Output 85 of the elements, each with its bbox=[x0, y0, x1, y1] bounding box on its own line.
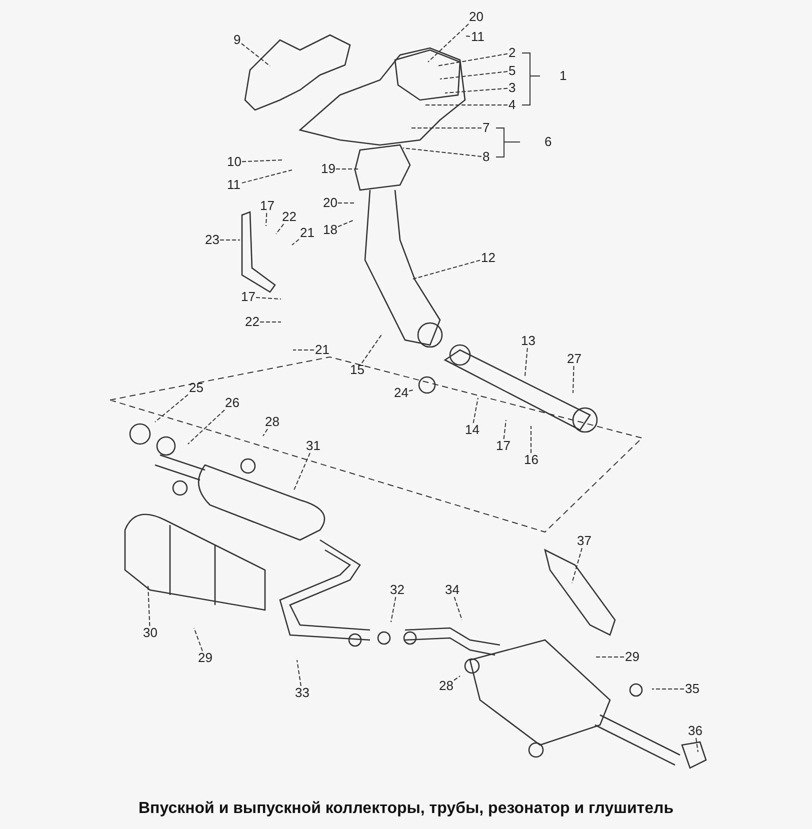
leader-line bbox=[424, 104, 508, 106]
callout-number: 37 bbox=[576, 534, 592, 548]
callout-number: 18 bbox=[322, 223, 338, 237]
leader-line bbox=[336, 168, 358, 170]
leader-line bbox=[241, 43, 270, 66]
callout-number: 26 bbox=[224, 396, 240, 410]
callout-number: 7 bbox=[482, 121, 491, 135]
leader-line bbox=[696, 738, 698, 752]
callout-number: 36 bbox=[687, 724, 704, 738]
leader-line bbox=[454, 596, 462, 620]
callout-number: 6 bbox=[544, 135, 553, 149]
callout-number: 15 bbox=[349, 363, 366, 377]
leader-line bbox=[338, 220, 354, 228]
leader-line bbox=[296, 660, 302, 686]
leader-line bbox=[154, 394, 188, 422]
callout-number: 28 bbox=[438, 679, 454, 693]
callout-number: 9 bbox=[232, 33, 242, 47]
callout-number: 10 bbox=[226, 155, 242, 169]
callout-number: 17 bbox=[240, 290, 256, 304]
leader-line bbox=[408, 390, 414, 392]
leader-line bbox=[596, 656, 624, 658]
callout-number: 11 bbox=[470, 30, 486, 44]
callout-number: 29 bbox=[624, 650, 640, 664]
leader-line bbox=[390, 596, 396, 622]
callout-number: 25 bbox=[188, 381, 204, 395]
callout-number: 22 bbox=[244, 315, 260, 329]
leader-line bbox=[294, 452, 310, 490]
callout-number: 21 bbox=[314, 343, 330, 357]
callout-number: 21 bbox=[299, 226, 316, 240]
callout-number: 20 bbox=[322, 196, 338, 210]
leader-line bbox=[440, 71, 508, 80]
leader-line bbox=[472, 398, 478, 424]
callout-number: 14 bbox=[464, 423, 480, 437]
leader-line bbox=[242, 160, 282, 162]
callout-number: 16 bbox=[523, 453, 540, 467]
callout-number: 33 bbox=[294, 686, 310, 700]
callout-number: 19 bbox=[320, 162, 336, 176]
callout-number: 20 bbox=[468, 10, 484, 24]
leader-line bbox=[454, 676, 460, 681]
leader-line bbox=[194, 628, 203, 652]
callout-number: 17 bbox=[495, 439, 512, 453]
leader-line bbox=[242, 170, 292, 184]
leader-line bbox=[292, 238, 300, 246]
leader-line bbox=[464, 36, 470, 37]
callout-number: 24 bbox=[393, 386, 410, 400]
leader-line bbox=[572, 366, 574, 394]
leader-line bbox=[436, 53, 508, 66]
callout-number: 27 bbox=[566, 352, 582, 366]
leader-line bbox=[530, 426, 532, 454]
callout-number: 12 bbox=[480, 251, 496, 265]
callout-number: 2 bbox=[508, 46, 517, 60]
leader-line bbox=[338, 202, 356, 204]
caption: Впускной и выпускной коллекторы, трубы, резонатор и глушитель bbox=[137, 800, 675, 818]
leader-line bbox=[402, 148, 482, 157]
callout-number: 8 bbox=[482, 150, 491, 164]
leader-line bbox=[266, 212, 268, 226]
leader-line bbox=[276, 224, 284, 234]
leader-line bbox=[361, 334, 382, 364]
leader-line bbox=[503, 420, 506, 440]
callout-number: 32 bbox=[389, 583, 406, 597]
leader-line bbox=[652, 688, 684, 690]
callout-number: 1 bbox=[558, 69, 568, 83]
leader-line bbox=[148, 584, 150, 626]
callout-number: 5 bbox=[508, 64, 517, 78]
callout-number: 31 bbox=[305, 439, 322, 453]
callout-number: 35 bbox=[684, 682, 700, 696]
callout-number: 28 bbox=[264, 415, 280, 429]
callout-number: 13 bbox=[520, 334, 536, 348]
leader-line bbox=[572, 548, 582, 584]
leader-line bbox=[444, 88, 508, 94]
callout-number: 4 bbox=[508, 98, 517, 112]
callout-number: 11 bbox=[226, 178, 242, 192]
leader-line bbox=[262, 428, 268, 436]
callout-number: 30 bbox=[142, 626, 158, 640]
leader-line bbox=[256, 296, 282, 300]
leader-line bbox=[412, 260, 480, 280]
callout-number: 22 bbox=[281, 210, 298, 224]
callout-number: 23 bbox=[204, 233, 220, 247]
callout-number: 17 bbox=[259, 199, 276, 213]
leader-line bbox=[524, 348, 528, 376]
callout-number: 29 bbox=[197, 651, 214, 665]
leader-line bbox=[428, 24, 470, 62]
leader-line bbox=[188, 410, 225, 444]
callout-number: 34 bbox=[444, 583, 460, 597]
callout-number: 3 bbox=[508, 81, 517, 95]
